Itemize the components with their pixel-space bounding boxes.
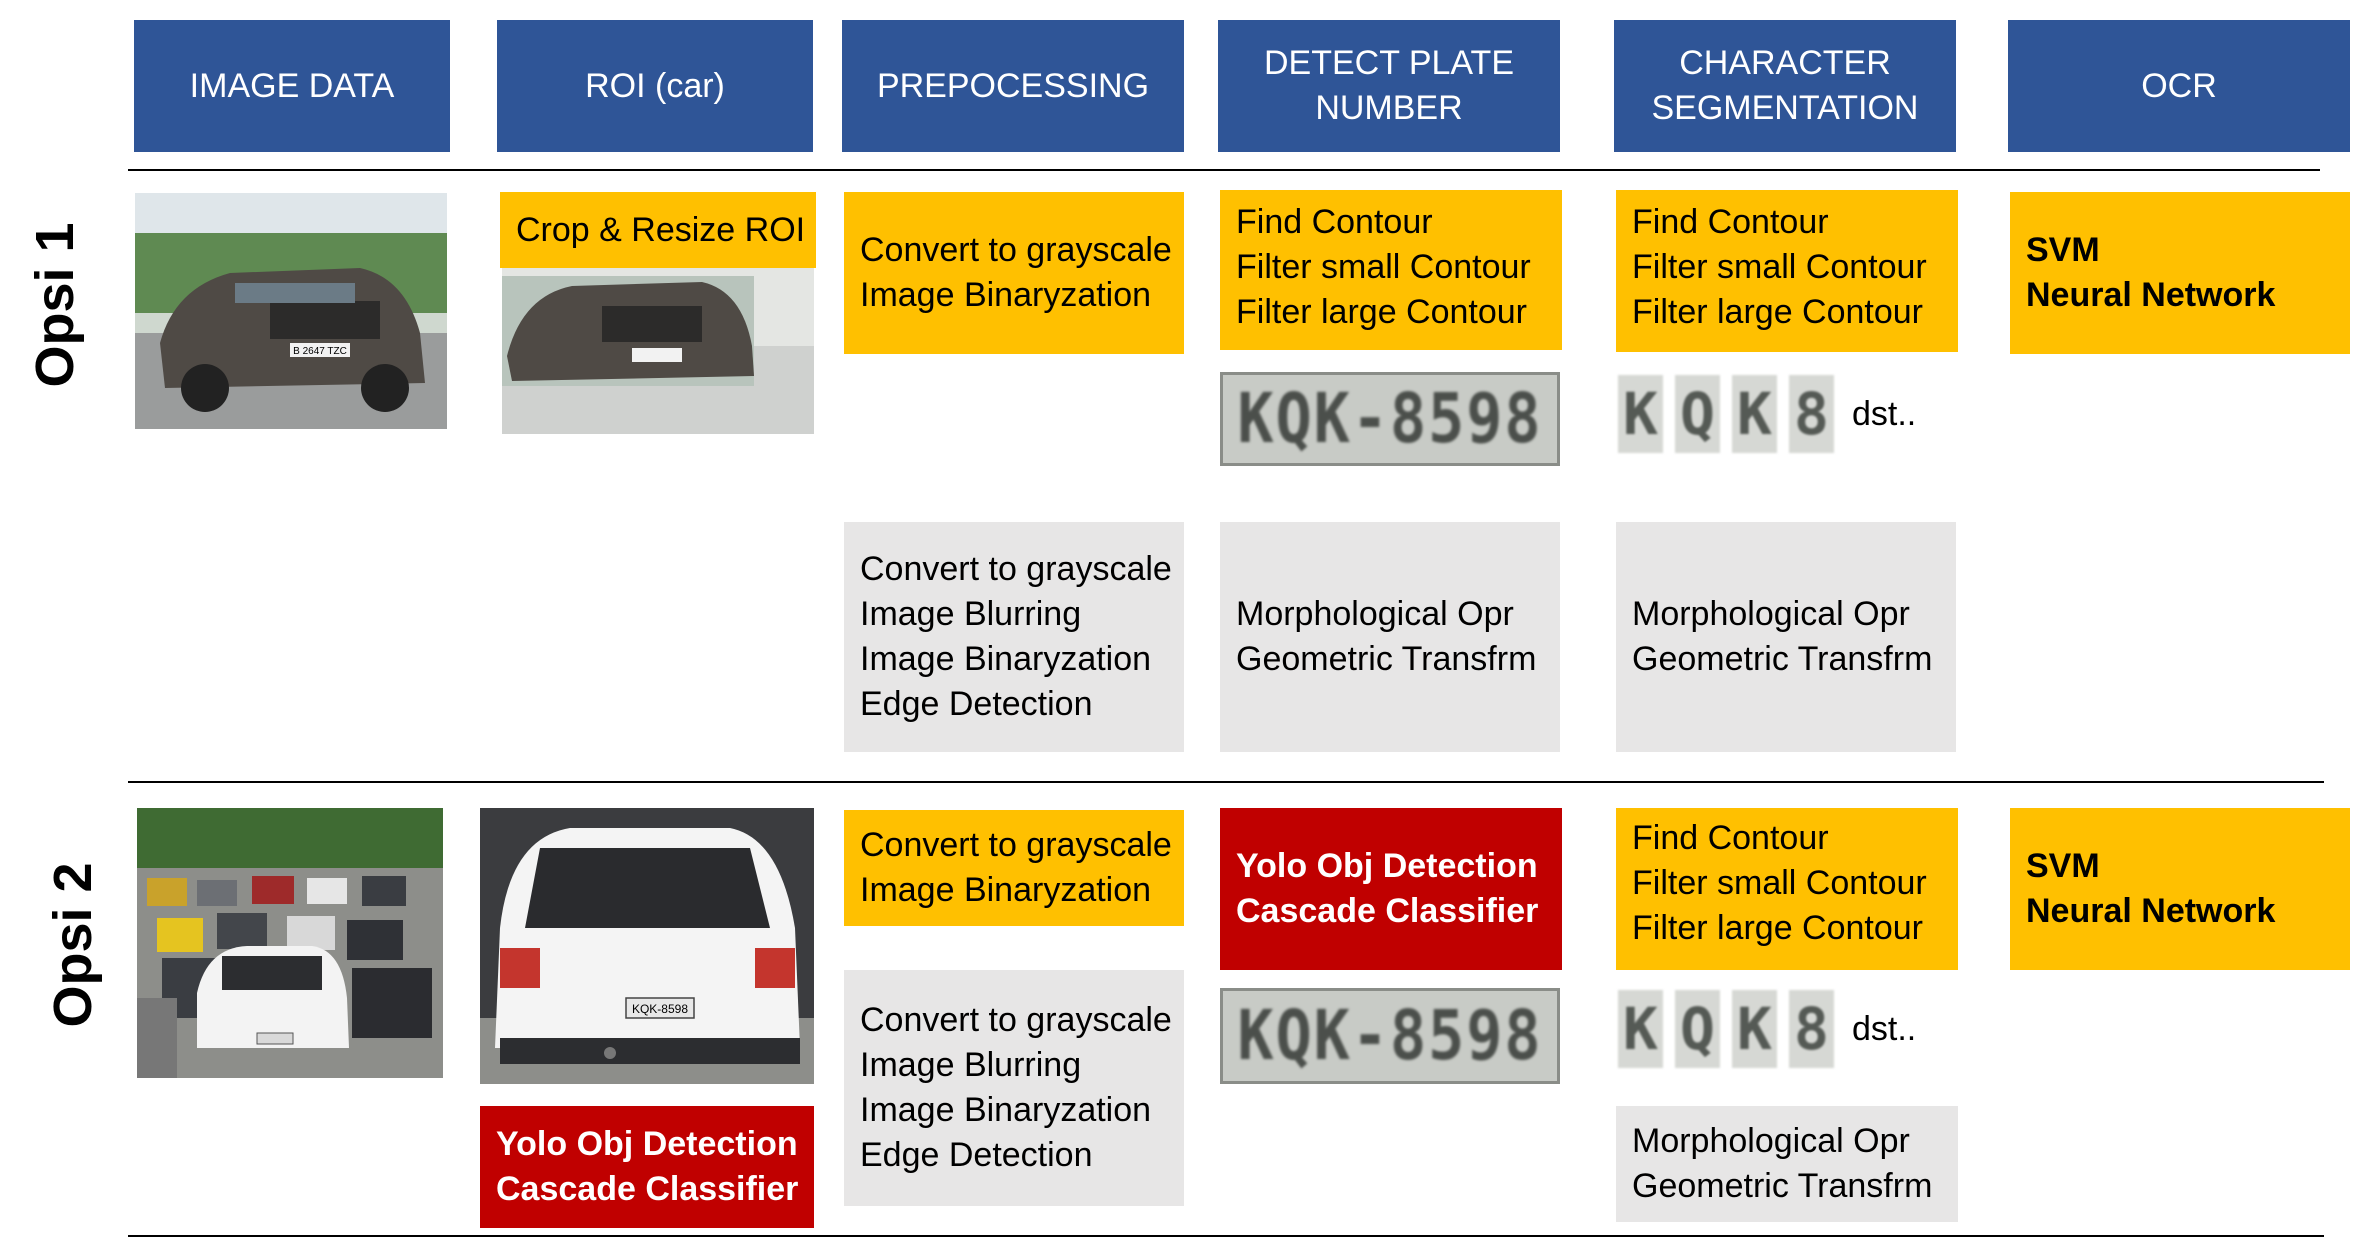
car-plate-text: B 2647 TZC xyxy=(293,346,347,357)
divider-middle xyxy=(128,781,2324,783)
preprocess-a-opsi1: Convert to grayscale Image Binaryzation xyxy=(844,192,1184,354)
header-image-data: IMAGE DATA xyxy=(134,20,450,152)
char-image: K xyxy=(1732,990,1777,1068)
preprocess-a-opsi2: Convert to grayscale Image Binaryzation xyxy=(844,810,1184,926)
opsi-1-label: Opsi 1 xyxy=(25,222,85,388)
roi-crop-photo-opsi1 xyxy=(502,246,814,434)
header-preprocessing: PREPOCESSING xyxy=(842,20,1184,152)
ocr-methods-opsi2: SVM Neural Network xyxy=(2010,808,2350,970)
detect-contour-opsi1: Find Contour Filter small Contour Filter… xyxy=(1220,190,1562,350)
segmentation-morph-opsi1: Morphological Opr Geometric Transfrm xyxy=(1616,522,1956,752)
dst-label: dst.. xyxy=(1852,1009,1917,1048)
plate-image-opsi1: KQK-8598 xyxy=(1220,372,1560,466)
header-character-segmentation: CHARACTER SEGMENTATION xyxy=(1614,20,1956,152)
roi-label-opsi1: Crop & Resize ROI xyxy=(500,192,816,268)
car-photo-opsi1: B 2647 TZC xyxy=(135,193,447,429)
ocr-methods-opsi1: SVM Neural Network xyxy=(2010,192,2350,354)
char-image: Q xyxy=(1675,990,1720,1068)
car-plate-text: KQK-8598 xyxy=(632,1002,688,1016)
roi-car-photo-opsi2: KQK-8598 xyxy=(480,808,814,1084)
header-ocr: OCR xyxy=(2008,20,2350,152)
roi-method-opsi2: Yolo Obj Detection Cascade Classifier xyxy=(480,1106,814,1228)
char-image: K xyxy=(1618,375,1663,453)
plate-image-opsi2: KQK-8598 xyxy=(1220,988,1560,1084)
char-image: K xyxy=(1732,375,1777,453)
detect-morph-opsi1: Morphological Opr Geometric Transfrm xyxy=(1220,522,1560,752)
segmentation-contour-opsi1: Find Contour Filter small Contour Filter… xyxy=(1616,190,1958,352)
header-detect-plate: DETECT PLATE NUMBER xyxy=(1218,20,1560,152)
divider-bottom xyxy=(128,1235,2324,1237)
divider-top xyxy=(128,169,2320,171)
char-image: 8 xyxy=(1789,375,1834,453)
dst-label: dst.. xyxy=(1852,394,1917,433)
char-image: K xyxy=(1618,990,1663,1068)
preprocess-b-opsi1: Convert to grayscale Image Blurring Imag… xyxy=(844,522,1184,752)
header-roi: ROI (car) xyxy=(497,20,813,152)
segmentation-morph-opsi2: Morphological Opr Geometric Transfrm xyxy=(1616,1106,1958,1222)
detect-method-opsi2: Yolo Obj Detection Cascade Classifier xyxy=(1220,808,1562,970)
char-image: 8 xyxy=(1789,990,1834,1068)
char-image: Q xyxy=(1675,375,1720,453)
opsi-2-label: Opsi 2 xyxy=(43,862,103,1028)
segmented-chars-opsi1: K Q K 8 dst.. xyxy=(1618,374,1916,454)
segmented-chars-opsi2: K Q K 8 dst.. xyxy=(1618,988,1916,1070)
preprocess-b-opsi2: Convert to grayscale Image Blurring Imag… xyxy=(844,970,1184,1206)
segmentation-contour-opsi2: Find Contour Filter small Contour Filter… xyxy=(1616,808,1958,970)
traffic-photo-opsi2 xyxy=(137,808,443,1078)
